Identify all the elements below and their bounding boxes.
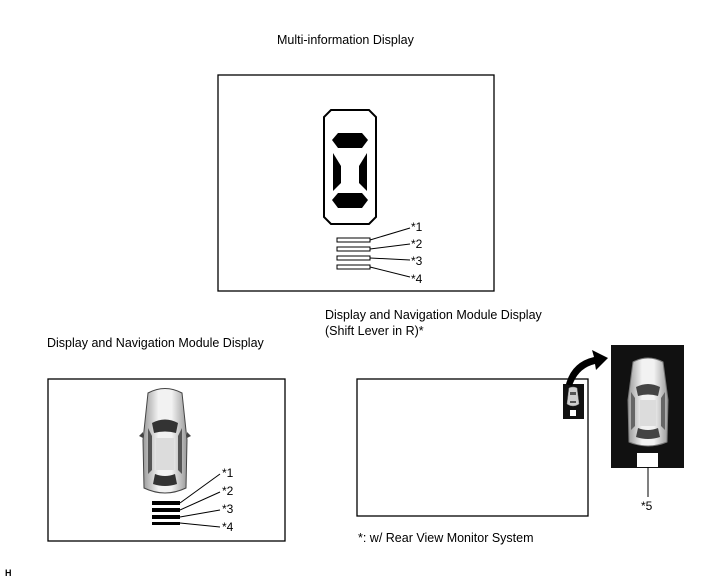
mid-label-1: *1 bbox=[411, 220, 423, 234]
right-title-line2: (Shift Lever in R)* bbox=[325, 324, 424, 338]
nav-sensor-bar-1 bbox=[152, 501, 180, 505]
mid-label-2: *2 bbox=[411, 237, 423, 251]
nav-leader-lines bbox=[179, 473, 221, 528]
nav-label-4: *4 bbox=[222, 520, 234, 534]
mid-leader-lines bbox=[369, 227, 411, 278]
curved-arrow-icon bbox=[566, 350, 608, 386]
mid-label-3: *3 bbox=[411, 254, 423, 268]
mini-camera-view bbox=[563, 384, 584, 419]
nav-sensor-bar-2 bbox=[152, 508, 180, 512]
camera-label: *5 bbox=[641, 499, 653, 513]
camera-view-enlarged bbox=[611, 345, 684, 468]
nav-car-icon bbox=[139, 388, 191, 494]
nav-sensor-bar-3 bbox=[152, 515, 180, 519]
nav-sensor-bars bbox=[152, 501, 180, 525]
nav-label-3: *3 bbox=[222, 502, 234, 516]
nav-label-1: *1 bbox=[222, 466, 234, 480]
left-title: Display and Navigation Module Display bbox=[47, 336, 264, 350]
top-title: Multi-information Display bbox=[277, 33, 414, 47]
right-title-line1: Display and Navigation Module Display bbox=[325, 308, 542, 322]
mid-label-4: *4 bbox=[411, 272, 423, 286]
nav-sensor-bar-4 bbox=[152, 522, 180, 525]
mid-sensor-bar-3 bbox=[336, 255, 371, 261]
mid-sensor-bar-1 bbox=[336, 237, 371, 243]
mid-sensor-bar-4 bbox=[336, 264, 371, 270]
camera-view-area bbox=[637, 453, 658, 467]
nav-display-r-frame bbox=[356, 378, 589, 517]
corner-code: H bbox=[5, 568, 12, 578]
nav-label-2: *2 bbox=[222, 484, 234, 498]
mid-sensor-bar-2 bbox=[336, 246, 371, 252]
mid-display-car-icon bbox=[323, 109, 377, 225]
footnote: *: w/ Rear View Monitor System bbox=[358, 531, 534, 545]
